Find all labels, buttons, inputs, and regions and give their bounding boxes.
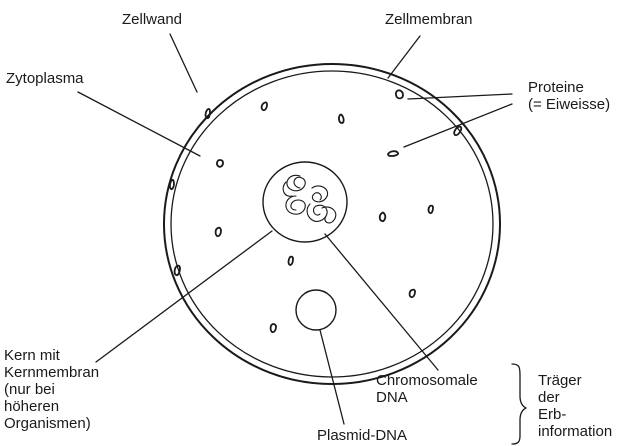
pointer-lines [78,34,512,424]
cell-wall [164,64,500,384]
label-kern-line: Kernmembran [4,364,99,381]
cell-membrane [171,71,493,377]
label-kern-line: (nur bei [4,381,99,398]
label-zytoplasma: Zytoplasma [6,70,84,87]
label-plasmid-dna: Plasmid-DNA [317,427,407,444]
label-traeger-line: der [538,389,612,406]
plasmid [296,290,336,330]
label-chromosomale-dna: Chromosomale DNA [376,372,478,406]
chromosomal-dna [283,175,336,223]
label-kern-line: Organismen) [4,415,99,432]
label-zellwand: Zellwand [122,11,182,28]
label-chromosomale-line: DNA [376,389,478,406]
label-traeger: Träger der Erb- information [538,372,612,440]
label-proteine-line: (= Eiweisse) [528,96,610,113]
label-zellmembran: Zellmembran [385,11,473,28]
label-traeger-line: Träger [538,372,612,389]
label-proteine: Proteine (= Eiweisse) [528,79,610,113]
label-proteine-line: Proteine [528,79,610,96]
proteins [170,90,461,332]
label-traeger-line: information [538,423,612,440]
nucleus [263,162,347,242]
label-traeger-line: Erb- [538,406,612,423]
brace [512,364,526,444]
label-kern-line: Kern mit [4,347,99,364]
label-chromosomale-line: Chromosomale [376,372,478,389]
label-kern: Kern mit Kernmembran (nur bei höheren Or… [4,347,99,432]
label-kern-line: höheren [4,398,99,415]
